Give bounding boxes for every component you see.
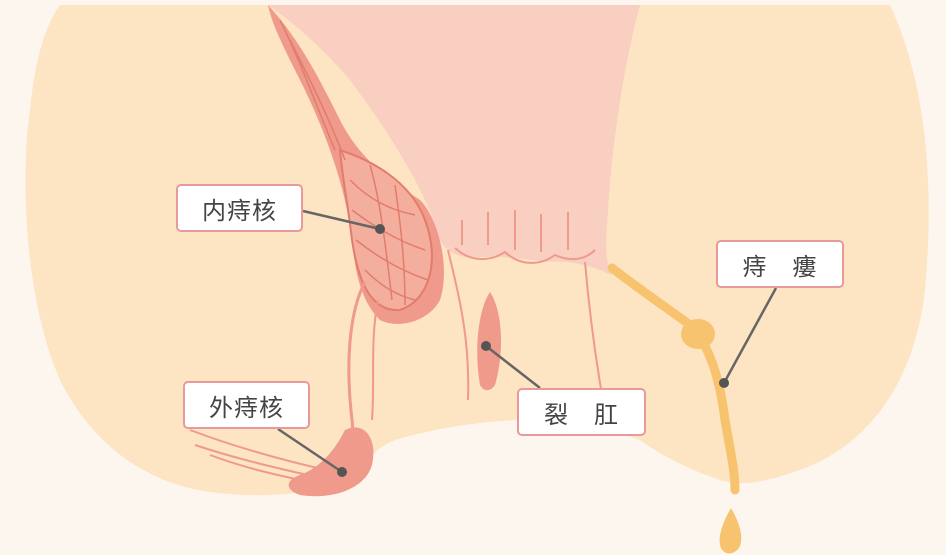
label-text: 痔 瘻 — [743, 247, 818, 282]
label-anal-fissure: 裂 肛 — [517, 388, 646, 436]
marker-dot-fissure — [481, 341, 491, 351]
marker-dot-fistula — [719, 378, 729, 388]
label-external-hemorrhoid: 外痔核 — [183, 381, 310, 429]
fistula-abscess — [681, 319, 715, 349]
marker-dot-internal — [375, 224, 385, 234]
label-internal-hemorrhoid: 内痔核 — [176, 184, 303, 232]
label-anal-fistula: 痔 瘻 — [716, 240, 844, 288]
marker-dot-external — [337, 467, 347, 477]
label-text: 内痔核 — [202, 191, 277, 226]
label-text: 裂 肛 — [544, 395, 619, 430]
label-text: 外痔核 — [209, 388, 284, 423]
